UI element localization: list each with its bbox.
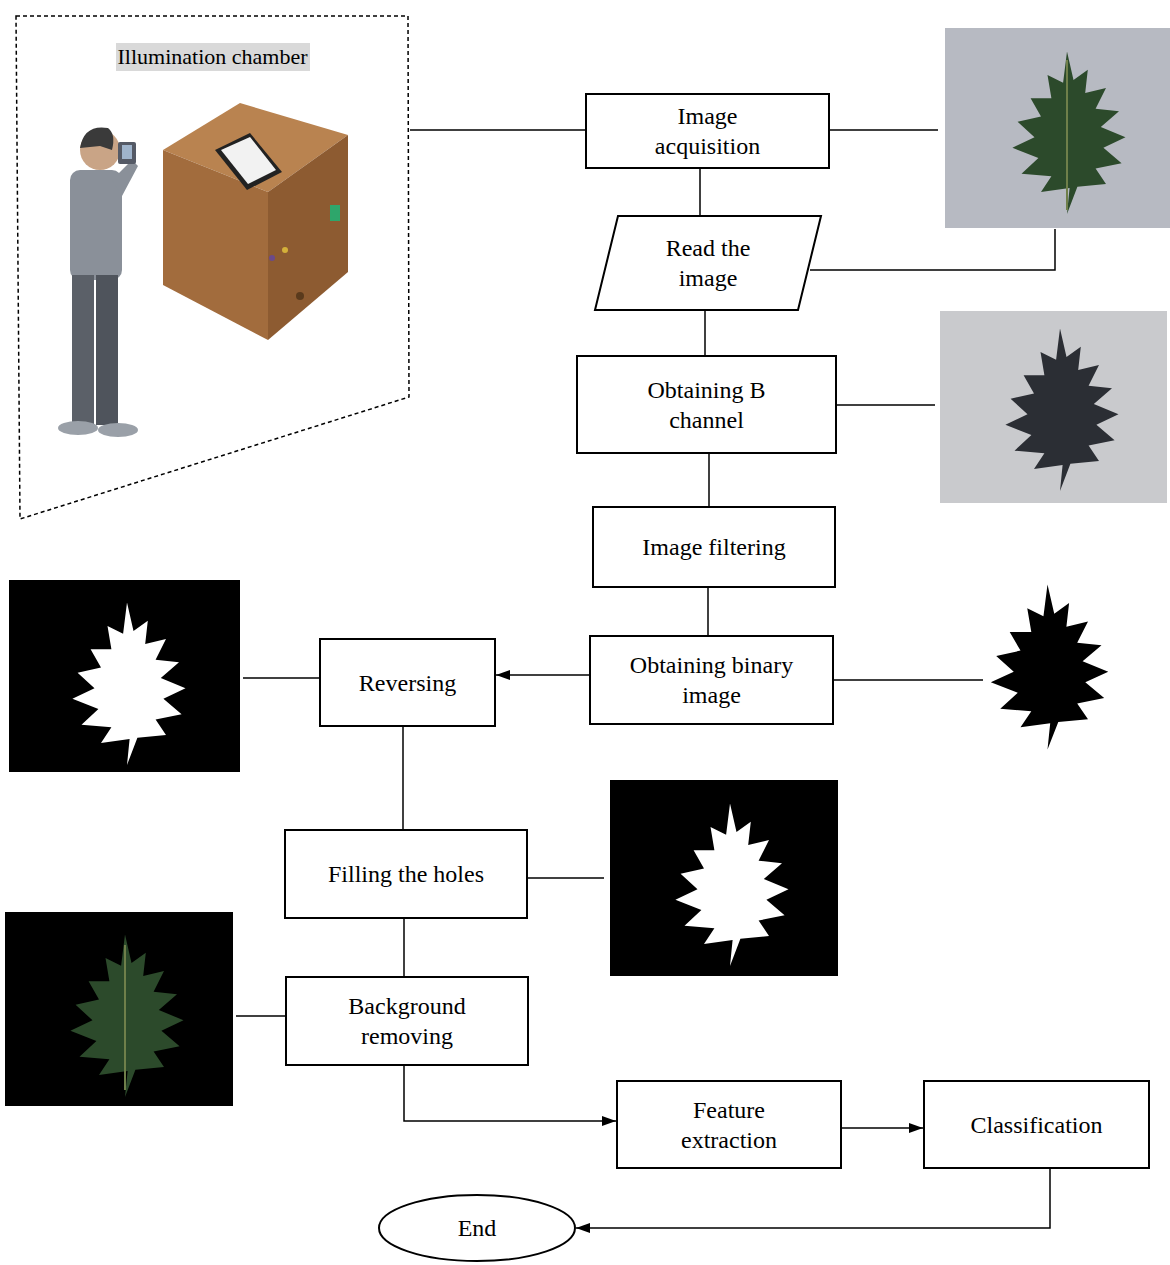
flow-connector <box>842 1127 923 1129</box>
node-label: Read the image <box>648 233 768 293</box>
shape-outline <box>15 15 410 520</box>
illumination-box <box>163 103 348 340</box>
text-wrap: Background removing <box>287 978 527 1064</box>
person-figure <box>58 127 138 437</box>
leaf <box>1012 52 1125 215</box>
text-wrap: Classification <box>925 1082 1148 1167</box>
process-box: Reversing <box>319 638 496 727</box>
process-box: Obtaining binary image <box>589 635 834 725</box>
node-label: Classification <box>971 1110 1103 1140</box>
dashed-region: Illumination chamber <box>15 15 410 520</box>
text-wrap: Read the image <box>594 215 822 311</box>
filled-image <box>610 780 838 976</box>
text-wrap: Reversing <box>321 640 494 725</box>
flow-connector <box>496 674 589 676</box>
node-label: Image filtering <box>642 532 785 562</box>
node-label: Obtaining B channel <box>622 375 792 435</box>
flow-connector <box>704 311 706 355</box>
node-label: Filling the holes <box>328 859 484 889</box>
process-box: Image acquisition <box>585 93 830 169</box>
b-channel-photo <box>940 311 1167 503</box>
process-box: Classification <box>923 1080 1150 1169</box>
node-label: Reversing <box>359 668 456 698</box>
text-wrap: End <box>378 1194 576 1262</box>
leaf-photo <box>945 28 1170 228</box>
text-wrap: Obtaining B channel <box>578 357 835 452</box>
flow-connector <box>699 169 701 215</box>
leader-lines <box>236 130 1055 1016</box>
shape-outline <box>594 215 822 311</box>
reversed-image <box>9 580 240 772</box>
process-box: Filling the holes <box>284 829 528 919</box>
node-label: End <box>458 1213 497 1243</box>
node-label: Background removing <box>322 991 492 1051</box>
text-wrap: Image acquisition <box>587 95 828 167</box>
process-box: Background removing <box>285 976 529 1066</box>
text-wrap: Feature extraction <box>618 1082 840 1167</box>
flow-connector <box>402 727 404 829</box>
node-label: Feature extraction <box>649 1095 809 1155</box>
node-label: Obtaining binary image <box>617 650 807 710</box>
process-box: Obtaining B channel <box>576 355 837 454</box>
flow-connector <box>707 588 709 635</box>
region-label: Illumination chamber <box>116 43 310 71</box>
process-box: Feature extraction <box>616 1080 842 1169</box>
flow-connector <box>708 454 710 506</box>
text-wrap: Illumination chamber <box>15 15 410 520</box>
node-label: Image acquisition <box>628 101 788 161</box>
background-removed-image <box>5 912 233 1106</box>
binary-leaf <box>991 585 1108 750</box>
process-box: Image filtering <box>592 506 836 588</box>
flow-connector <box>403 919 405 976</box>
leaf <box>1005 329 1118 492</box>
terminal-ellipse: End <box>378 1194 576 1262</box>
flow-connector <box>410 129 585 131</box>
text-wrap: Filling the holes <box>286 831 526 917</box>
text-wrap: Image filtering <box>594 508 834 586</box>
text-wrap: Obtaining binary image <box>591 637 832 723</box>
io-parallelogram: Read the image <box>594 215 822 311</box>
flow-connector <box>404 1066 616 1121</box>
flow-connector <box>576 1169 1050 1228</box>
